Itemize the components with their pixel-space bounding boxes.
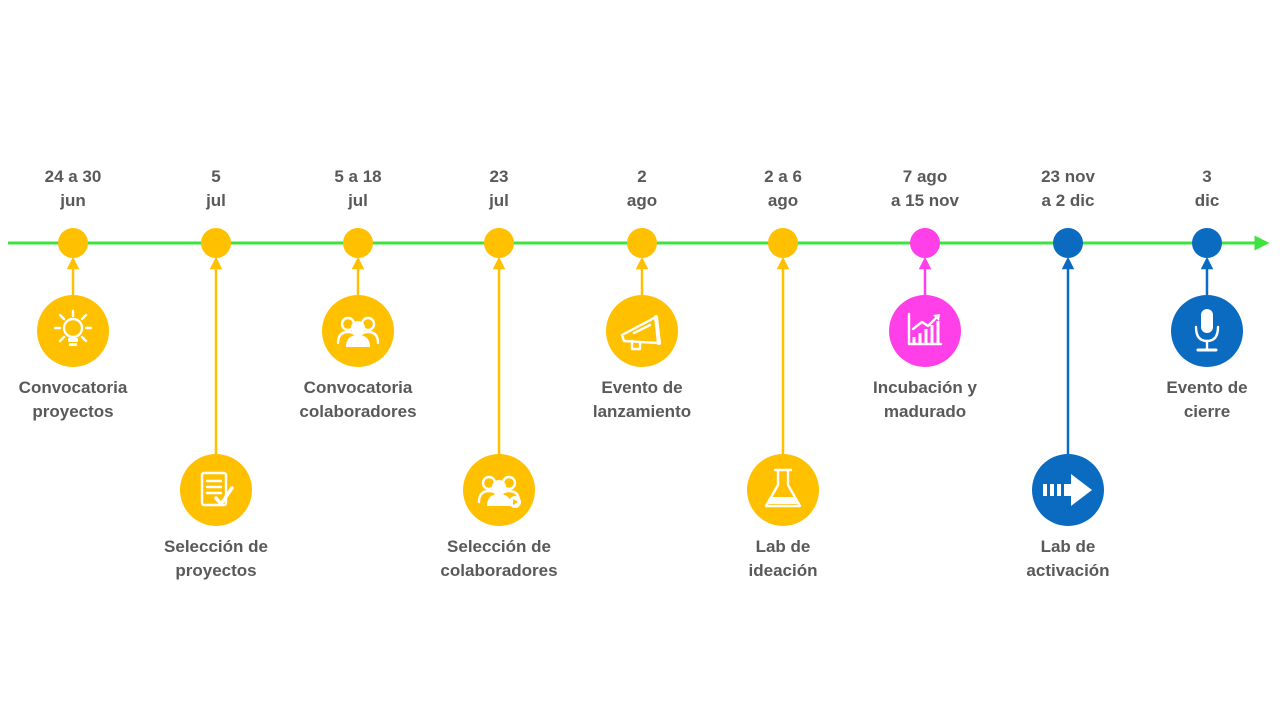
milestone-label-line1: Convocatoria (303, 378, 413, 397)
milestone-dot (1192, 228, 1222, 258)
milestone-date-line1: 2 a 6 (764, 167, 802, 186)
milestone-label-line1: Convocatoria (18, 378, 128, 397)
milestone-label-line2: colaboradores (440, 560, 558, 580)
milestone-label-line1: Evento de (601, 378, 683, 397)
milestone-label-line2: lanzamiento (592, 401, 692, 421)
milestone-date-line1: 23 (489, 167, 509, 186)
milestone-date-line1: 7 ago (902, 167, 948, 186)
milestone-label-line1: Lab de (755, 537, 811, 556)
milestone-date-line1: 5 (211, 167, 221, 186)
group-icon (322, 295, 394, 367)
milestone-label: Evento de cierre (1127, 376, 1280, 423)
milestone-label-line2: colaboradores (299, 401, 417, 421)
milestone-label: Selección de colaboradores (419, 535, 579, 582)
milestone-date: 23 nov a 2 dic (988, 165, 1148, 212)
milestone-label: Lab de ideación (703, 535, 863, 582)
milestone-date-line1: 2 (637, 167, 647, 186)
milestone-dot (343, 228, 373, 258)
milestone-label: Lab de activación (988, 535, 1148, 582)
milestone-label-line1: Lab de (1040, 537, 1096, 556)
milestone-dot (58, 228, 88, 258)
checklist-icon (180, 454, 252, 526)
milestone-dot (1053, 228, 1083, 258)
flask-icon (747, 454, 819, 526)
milestone-label: Selección de proyectos (136, 535, 296, 582)
microphone-icon (1171, 295, 1243, 367)
milestone-dot (768, 228, 798, 258)
milestone-dot (484, 228, 514, 258)
milestone-label-line1: Selección de (164, 537, 268, 556)
milestone-label-line1: Evento de (1166, 378, 1248, 397)
milestone-dot (201, 228, 231, 258)
milestone-date: 7 ago a 15 nov (845, 165, 1005, 212)
milestone-date-line2: jun (60, 190, 86, 210)
milestone-date: 23 jul (419, 165, 579, 212)
milestone-date: 5 a 18 jul (278, 165, 438, 212)
milestone-date-line2: ago (626, 190, 658, 210)
milestone-dot (910, 228, 940, 258)
milestone-date: 2 a 6 ago (703, 165, 863, 212)
milestone-date-line2: dic (1194, 190, 1220, 210)
lightbulb-icon (37, 295, 109, 367)
milestone-label-line2: cierre (1183, 401, 1231, 421)
milestone-date: 24 a 30 jun (0, 165, 153, 212)
milestone-date: 2 ago (562, 165, 722, 212)
milestone-date-line2: a 2 dic (1041, 190, 1095, 210)
milestone-date-line2: jul (348, 190, 368, 210)
milestone-date-line1: 24 a 30 (44, 167, 102, 186)
milestone-date: 3 dic (1127, 165, 1280, 212)
milestone-label-line2: proyectos (32, 401, 114, 421)
milestone-date: 5 jul (136, 165, 296, 212)
arrow-right-icon (1032, 454, 1104, 526)
milestone-label: Evento de lanzamiento (562, 376, 722, 423)
milestone-label: Incubación y madurado (845, 376, 1005, 423)
milestone-dot (627, 228, 657, 258)
milestone-date-line2: a 15 nov (890, 190, 960, 210)
milestone-label-line2: activación (1026, 560, 1110, 580)
milestone-label-line2: madurado (883, 401, 967, 421)
milestone-label-line2: proyectos (175, 560, 257, 580)
milestone-date-line1: 3 (1202, 167, 1212, 186)
milestone-date-line2: jul (206, 190, 226, 210)
milestone-label: Convocatoria colaboradores (278, 376, 438, 423)
megaphone-icon (606, 295, 678, 367)
milestone-date-line1: 5 a 18 (334, 167, 382, 186)
milestone-label: Convocatoria proyectos (0, 376, 153, 423)
group-add-icon (463, 454, 535, 526)
milestone-date-line1: 23 nov (1041, 167, 1095, 186)
milestone-date-line2: jul (489, 190, 509, 210)
milestone-label-line1: Selección de (447, 537, 551, 556)
growth-chart-icon (889, 295, 961, 367)
milestone-label-line2: ideación (748, 560, 818, 580)
milestone-date-line2: ago (767, 190, 799, 210)
milestone-label-line1: Incubación y (873, 378, 977, 397)
